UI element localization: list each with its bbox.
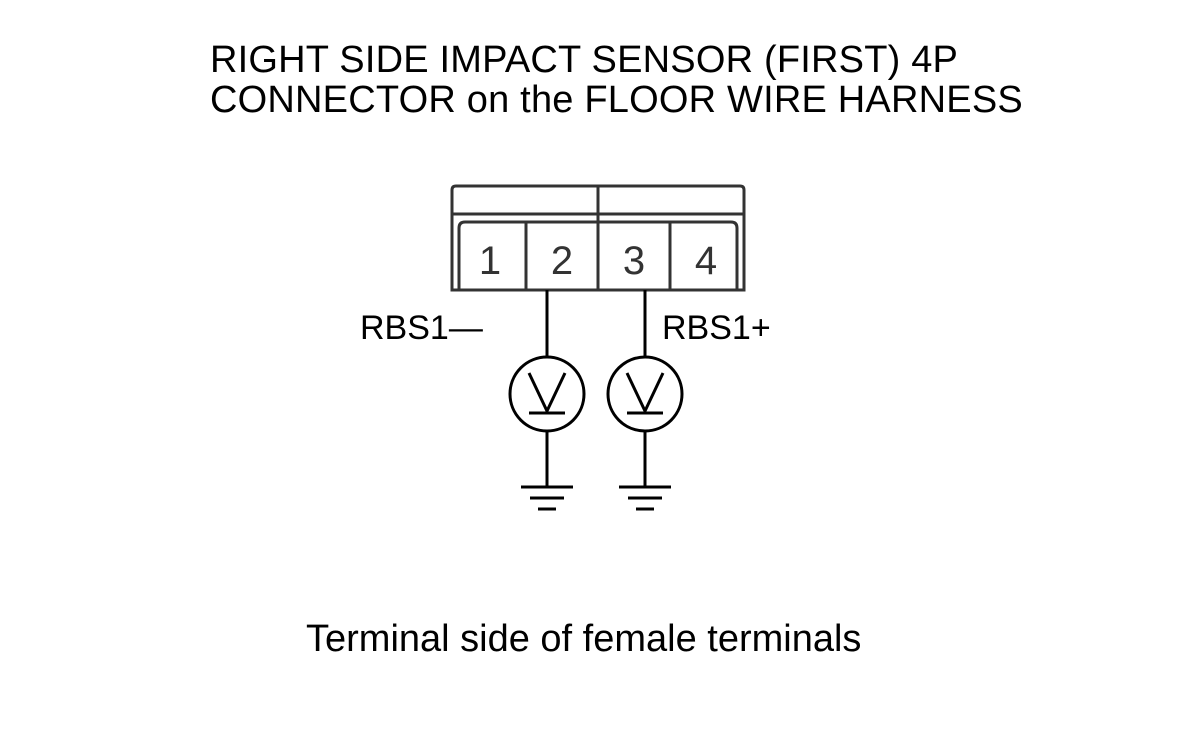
terminal-numbers: 1 2 3 4 — [479, 239, 717, 283]
title-line-1: RIGHT SIDE IMPACT SENSOR (FIRST) 4P — [210, 39, 959, 81]
terminal-number-3: 3 — [623, 239, 645, 283]
voltmeter-v-glyph — [527, 372, 567, 415]
voltmeter-v-glyph — [625, 372, 665, 415]
probe-rbs1-plus — [606, 290, 684, 511]
terminal-dividers — [524, 214, 672, 290]
terminal-number-4: 4 — [695, 239, 717, 283]
voltmeter-icon — [606, 355, 684, 433]
diagram-title: RIGHT SIDE IMPACT SENSOR (FIRST) 4P CONN… — [210, 40, 1023, 120]
voltmeter-icon — [508, 355, 586, 433]
title-line-2: CONNECTOR on the FLOOR WIRE HARNESS — [210, 79, 1023, 121]
diagram-caption: Terminal side of female terminals — [306, 618, 862, 660]
ground-icon — [619, 485, 671, 511]
connector-outer-body — [450, 184, 746, 292]
terminal-number-2: 2 — [551, 239, 573, 283]
probe-label-rbs1-plus: RBS1+ — [662, 309, 771, 347]
terminal-number-1: 1 — [479, 239, 501, 283]
ground-icon — [521, 485, 573, 511]
probe-rbs1-minus — [508, 290, 586, 511]
probe-label-rbs1-minus: RBS1— — [360, 309, 483, 347]
